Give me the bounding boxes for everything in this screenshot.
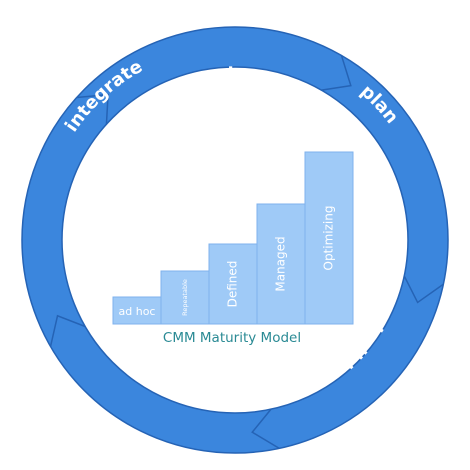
divider-integrate-recycle bbox=[76, 93, 109, 125]
cycle-ring-outer-edge bbox=[21, 26, 449, 454]
divider-build-run bbox=[251, 408, 280, 449]
divider-run-integrate bbox=[49, 314, 86, 347]
maturity-step-4 bbox=[256, 203, 306, 325]
maturity-step-label-2: Repeatable bbox=[181, 279, 189, 316]
maturity-step-5 bbox=[304, 151, 354, 325]
maturity-step-3 bbox=[208, 243, 258, 325]
maturity-step-label-5: Optimizing bbox=[322, 206, 336, 271]
maturity-step-label-1: ad hoc bbox=[119, 305, 156, 318]
divider-plan-build bbox=[403, 275, 444, 304]
divider-recycle-plan bbox=[321, 55, 352, 91]
model-caption: CMM Maturity Model bbox=[163, 330, 301, 346]
maturity-step-2 bbox=[160, 270, 210, 325]
cycle-ring bbox=[22, 27, 448, 453]
cycle-ring-inner-edge bbox=[61, 66, 409, 414]
maturity-step-label-3: Defined bbox=[226, 261, 240, 308]
maturity-step-1 bbox=[112, 296, 162, 325]
maturity-step-label-4: Managed bbox=[274, 236, 288, 291]
maturity-staircase: ad hoc Repeatable Defined Managed Optimizing bbox=[112, 151, 354, 325]
segment-dividers bbox=[49, 55, 444, 449]
